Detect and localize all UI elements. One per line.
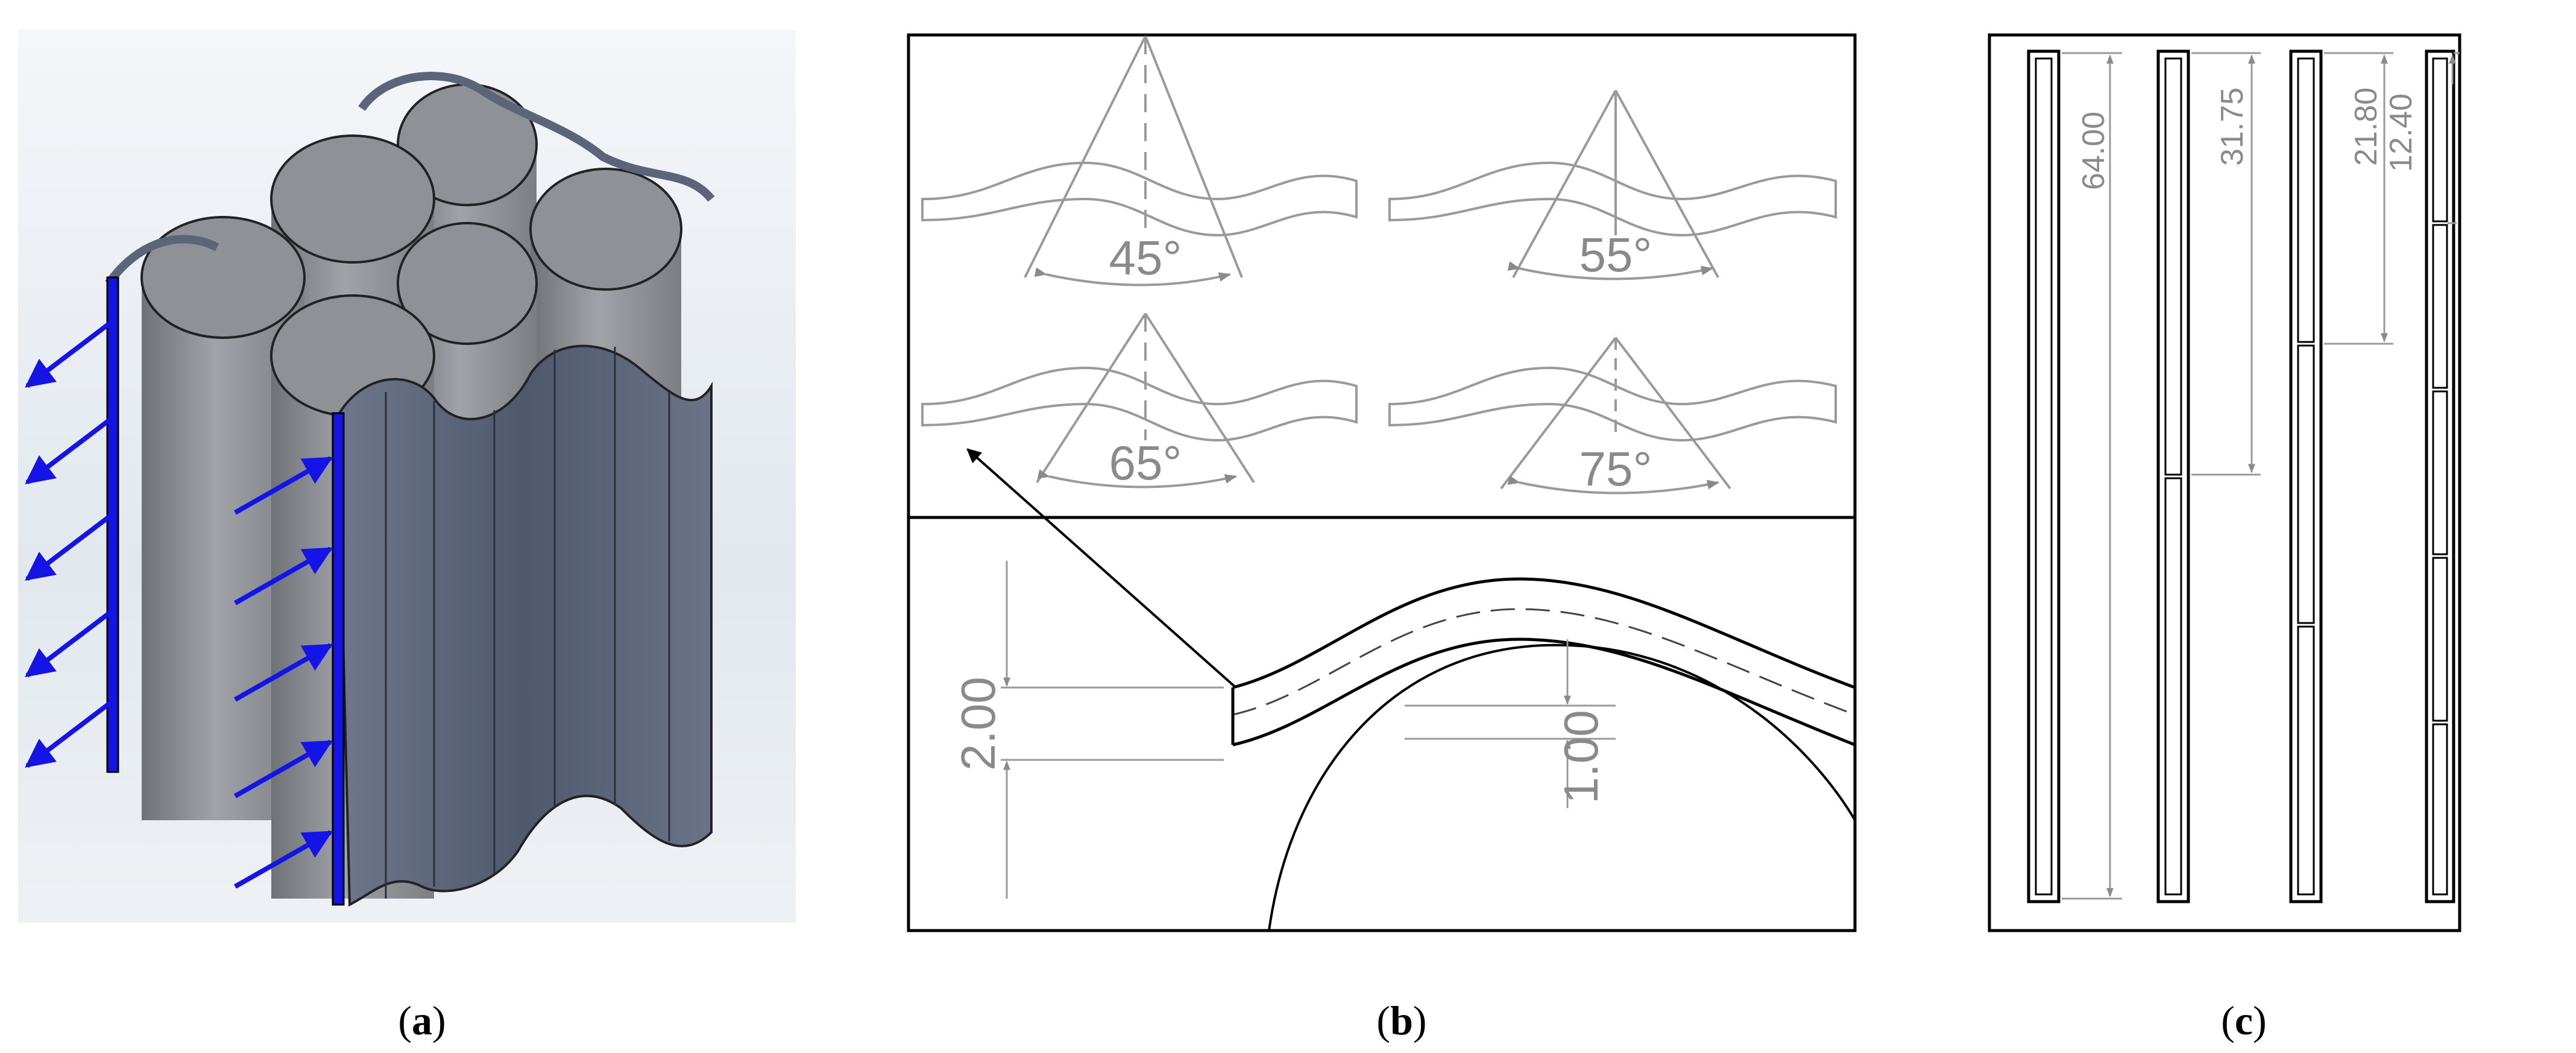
angle-label-55: 55° xyxy=(1579,228,1652,282)
panel-b-wave-profiles: 45° 55° 65° 75° xyxy=(907,33,1857,932)
panel-c-frame xyxy=(1988,33,2461,932)
outflow-arrows xyxy=(25,317,116,768)
wave-profile-45 xyxy=(921,36,1358,286)
length-label-31: 31.75 xyxy=(2215,87,2250,166)
caption-b: (b) xyxy=(1376,998,1426,1043)
length-label-64: 64.00 xyxy=(2076,112,2111,190)
length-label-21: 21.80 xyxy=(2349,87,2384,166)
channel-layout-1 xyxy=(2027,49,2122,903)
channel-layout-3 xyxy=(2289,49,2393,903)
caption-a: (a) xyxy=(398,998,446,1043)
angle-label-75: 75° xyxy=(1579,442,1652,496)
wave-profile-75 xyxy=(1388,337,1837,495)
right-inlet-strip xyxy=(332,412,345,906)
dim-channel-4 xyxy=(2448,54,2457,224)
channel-layout-2 xyxy=(2156,49,2261,903)
caption-c: (c) xyxy=(2221,998,2267,1043)
dim-thickness-label: 2.00 xyxy=(951,677,1005,771)
wall-thickness-detail xyxy=(1001,561,1856,931)
wave-profile-65 xyxy=(921,312,1358,489)
detail-leader-arrow xyxy=(966,448,1237,689)
angle-label-45: 45° xyxy=(1109,231,1182,285)
angle-label-65: 65° xyxy=(1109,436,1182,490)
panel-c-channel-layouts: 64.00 31.75 21.80 xyxy=(1988,33,2461,932)
length-label-12: 12.40 xyxy=(2384,93,2419,172)
wavy-cooling-wall xyxy=(105,72,715,907)
wave-profile-55 xyxy=(1388,90,1837,280)
inflow-arrows xyxy=(234,456,333,889)
panel-a-battery-module xyxy=(18,30,796,923)
channel-layout-4 xyxy=(2425,49,2460,903)
left-inlet-strip xyxy=(106,276,119,773)
panel-b-frame xyxy=(907,33,1857,932)
dim-gap-label: 1.00 xyxy=(1554,710,1608,804)
